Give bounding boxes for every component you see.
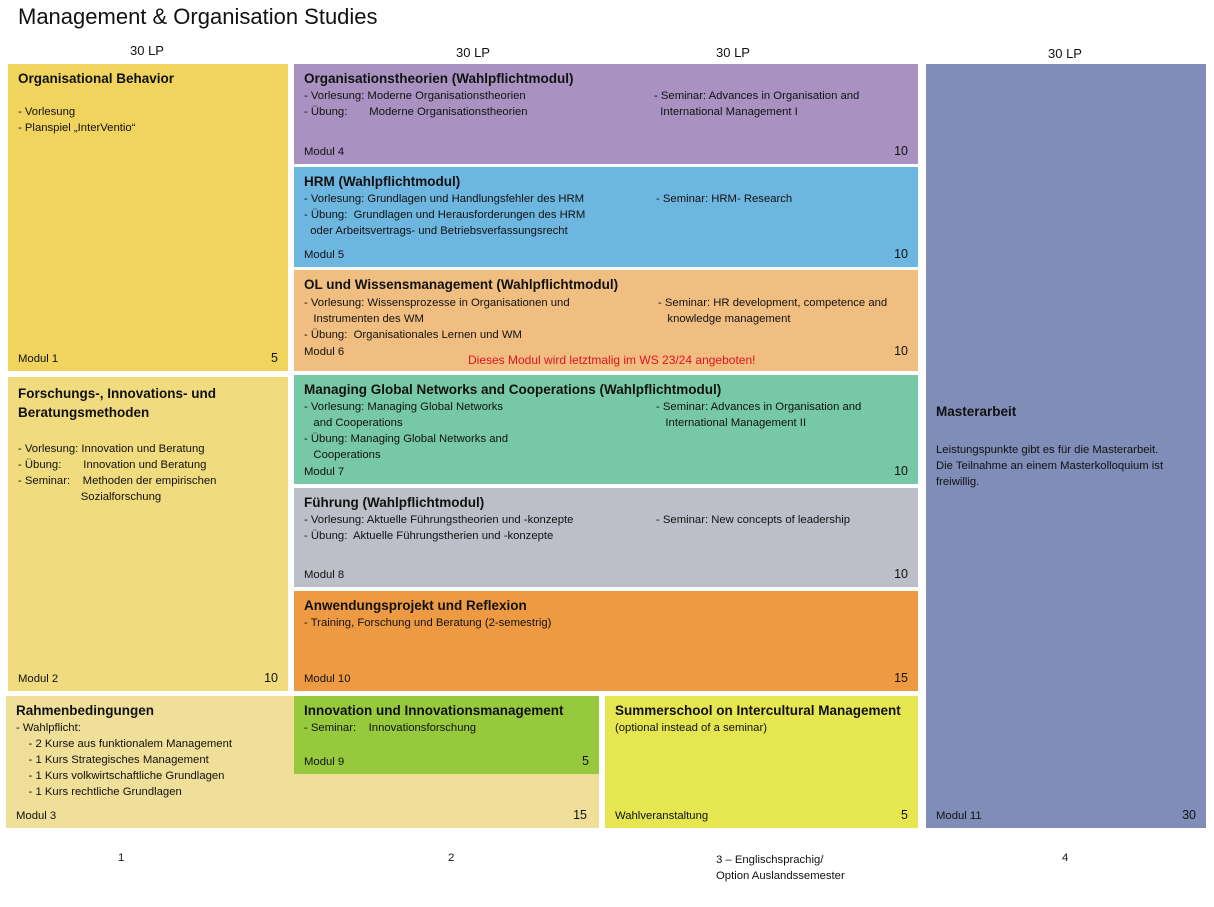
module-lines-left: - Vorlesung: Aktuelle Führungstheorien u…: [304, 514, 574, 542]
module-lp: 10: [264, 671, 278, 685]
module-label: Modul 1: [18, 353, 59, 365]
module-label: Modul 3: [16, 810, 57, 822]
module-lp: 5: [901, 808, 908, 822]
module-9: Innovation und Innovationsmanagement - S…: [294, 696, 599, 774]
module-title: Organisational Behavior: [18, 71, 175, 86]
module-label: Modul 2: [18, 673, 59, 685]
module-lines-left: - Vorlesung: Wissensprozesse in Organisa…: [304, 297, 570, 341]
module-title: HRM (Wahlpflichtmodul): [304, 174, 461, 189]
lp-header-4: 30 LP: [1048, 46, 1082, 61]
module-title: Masterarbeit: [936, 404, 1017, 419]
module-label: Modul 6: [304, 346, 345, 358]
module-title: Rahmenbedingungen: [16, 703, 154, 718]
module-lp: 30: [1182, 808, 1196, 822]
module-lines: - Vorlesung - Planspiel „InterVentio“: [18, 106, 136, 134]
semester-3: 3 – Englischsprachig/ Option Auslandssem…: [716, 854, 845, 882]
module-lp: 15: [573, 808, 587, 822]
module-label: Modul 4: [304, 146, 345, 158]
module-lines: - Wahlpflicht: - 2 Kurse aus funktionale…: [16, 722, 233, 798]
module-title: Innovation und Innovationsmanagement: [304, 703, 564, 718]
module-seminar: - Seminar: New concepts of leadership: [656, 514, 851, 526]
module-title: OL und Wissensmanagement (Wahlpflichtmod…: [304, 277, 619, 292]
lp-header-2: 30 LP: [456, 45, 490, 60]
module-title: Führung (Wahlpflichtmodul): [304, 495, 485, 510]
summerschool-module: Summerschool on Intercultural Management…: [605, 696, 918, 828]
module-lines: - Training, Forschung und Beratung (2-se…: [304, 617, 552, 629]
module-label: Wahlveranstaltung: [615, 810, 709, 822]
module-lines: (optional instead of a seminar): [615, 722, 767, 734]
lp-header-1: 30 LP: [130, 43, 164, 58]
module-notice: Dieses Modul wird letztmalig im WS 23/24…: [468, 353, 756, 367]
module-label: Modul 11: [936, 810, 982, 822]
module-lp: 15: [894, 671, 908, 685]
module-lines-left: - Vorlesung: Moderne Organisationstheori…: [304, 90, 528, 118]
semester-1: 1: [118, 852, 125, 864]
module-6: OL und Wissensmanagement (Wahlpflichtmod…: [294, 270, 918, 371]
module-11-masterarbeit: Masterarbeit Leistungspunkte gibt es für…: [926, 64, 1206, 828]
module-8: Führung (Wahlpflichtmodul) - Vorlesung: …: [294, 488, 918, 587]
module-lines: - Vorlesung: Innovation und Beratung - Ü…: [18, 443, 217, 503]
semester-2: 2: [448, 852, 455, 864]
lp-header-3: 30 LP: [716, 45, 750, 60]
module-label: Modul 5: [304, 249, 345, 261]
module-lines-left: - Vorlesung: Grundlagen und Handlungsfeh…: [304, 193, 586, 237]
module-title: Managing Global Networks and Cooperation…: [304, 382, 722, 397]
module-label: Modul 8: [304, 569, 345, 581]
page-title: Management & Organisation Studies: [18, 4, 378, 29]
module-label: Modul 9: [304, 756, 345, 768]
module-2: Forschungs-, Innovations- und Beratungsm…: [8, 377, 288, 691]
module-lines-left: - Vorlesung: Managing Global Networks an…: [304, 401, 509, 461]
module-seminar: - Seminar: Advances in Organisation and …: [656, 401, 862, 429]
module-lp: 10: [894, 567, 908, 581]
module-4: Organisationstheorien (Wahlpflichtmodul)…: [294, 64, 918, 164]
module-10: Anwendungsprojekt und Reflexion - Traini…: [294, 591, 918, 691]
module-title: Summerschool on Intercultural Management: [615, 703, 901, 718]
module-seminar: - Seminar: Advances in Organisation and …: [654, 90, 860, 118]
module-lp: 5: [582, 754, 589, 768]
module-lp: 10: [894, 144, 908, 158]
module-1: Organisational Behavior - Vorlesung - Pl…: [8, 64, 288, 371]
semester-4: 4: [1062, 852, 1069, 864]
module-seminar: - Seminar: HRM- Research: [656, 193, 793, 205]
module-lp: 10: [894, 344, 908, 358]
module-lp: 10: [894, 247, 908, 261]
module-label: Modul 7: [304, 466, 345, 478]
module-label: Modul 10: [304, 673, 351, 685]
module-lines: - Seminar: Innovationsforschung: [304, 722, 477, 734]
module-lines: Leistungspunkte gibt es für die Masterar…: [936, 444, 1164, 488]
module-7: Managing Global Networks and Cooperation…: [294, 375, 918, 484]
module-seminar: - Seminar: HR development, competence an…: [658, 297, 888, 325]
module-title: Forschungs-, Innovations- und Beratungsm…: [18, 386, 216, 420]
module-lp: 5: [271, 351, 278, 365]
module-title: Anwendungsprojekt und Reflexion: [304, 598, 527, 613]
module-lp: 10: [894, 464, 908, 478]
module-title: Organisationstheorien (Wahlpflichtmodul): [304, 71, 574, 86]
module-5: HRM (Wahlpflichtmodul) - Vorlesung: Grun…: [294, 167, 918, 267]
